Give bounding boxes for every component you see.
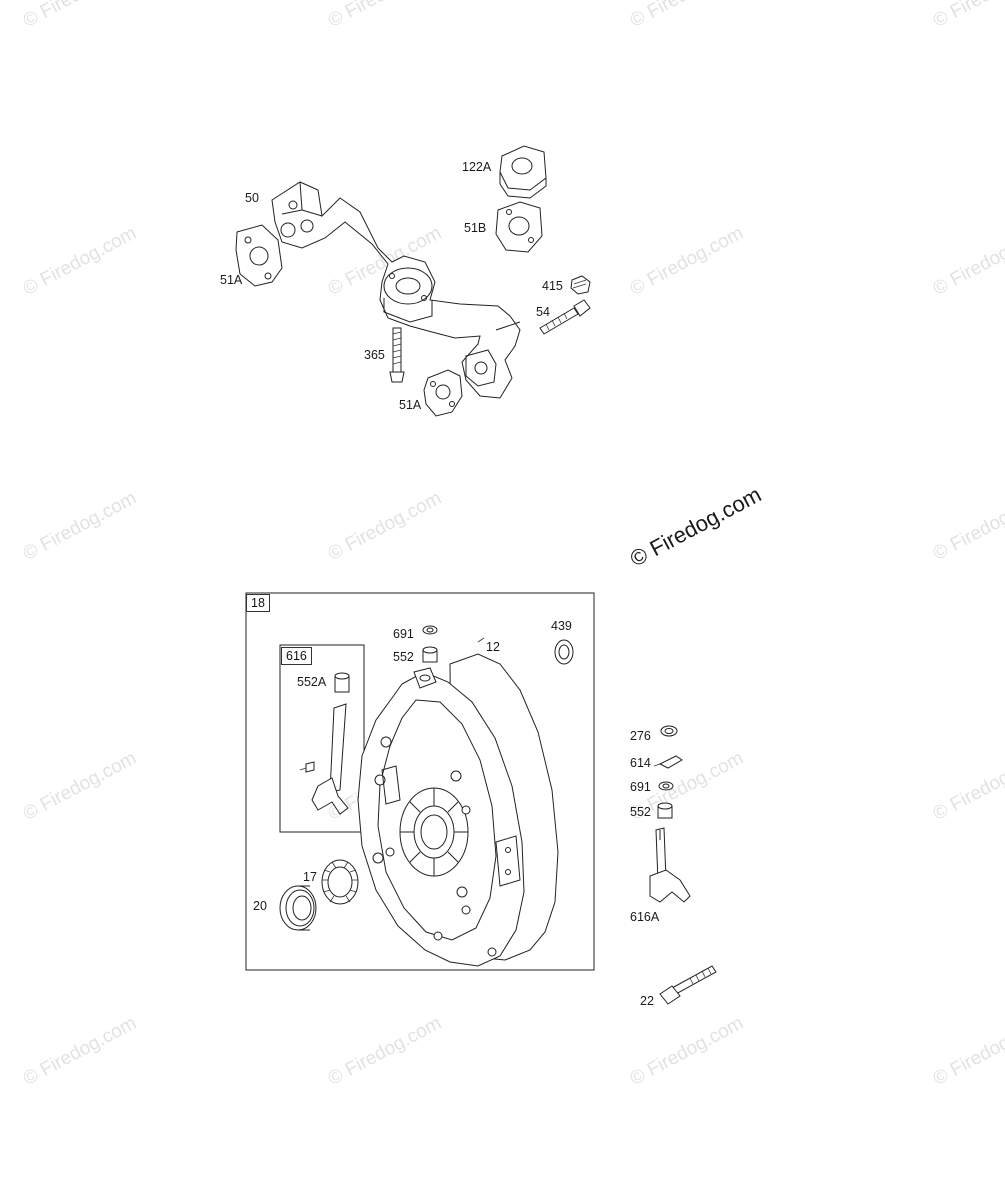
governor-shaft-616: [299, 703, 349, 815]
callout-691-top: 691: [393, 627, 414, 641]
bolt-54: [539, 299, 591, 335]
callout-439: 439: [551, 619, 572, 633]
callout-614: 614: [630, 756, 651, 770]
washer-439: [554, 639, 574, 665]
nut-415: [570, 275, 591, 295]
callout-616: 616: [281, 647, 312, 665]
callout-552-side: 552: [630, 805, 651, 819]
bolt-22: [659, 965, 717, 1005]
callout-616a: 616A: [630, 910, 660, 924]
washer-276: [660, 725, 678, 737]
washer-691: [422, 625, 438, 635]
callout-552a: 552A: [297, 675, 327, 689]
bearing-20: [279, 885, 317, 931]
callout-415: 415: [542, 279, 563, 293]
governor-shaft-616a: [649, 827, 691, 903]
washer-691-side: [658, 781, 674, 791]
stud-365: [389, 327, 405, 383]
callout-122a: 122A: [462, 160, 492, 174]
callout-51b: 51B: [464, 221, 487, 235]
callout-51a-left: 51A: [220, 273, 243, 287]
cover-box-border: [245, 592, 595, 971]
manifold-group: [235, 145, 591, 417]
callout-365: 365: [364, 348, 385, 362]
callout-50: 50: [245, 191, 259, 205]
clip-614: [658, 755, 683, 769]
gasket-51b: [495, 201, 543, 253]
flange-122a: [499, 145, 547, 199]
side-parts-group: [649, 725, 717, 1005]
cover-box-group: [245, 592, 595, 971]
callout-22: 22: [640, 994, 654, 1008]
callout-51a-bottom: 51A: [399, 398, 422, 412]
callout-18: 18: [246, 594, 270, 612]
gasket-51a-bottom: [423, 369, 463, 417]
callout-12: 12: [486, 640, 500, 654]
callout-17: 17: [303, 870, 317, 884]
leader-lines: [477, 637, 485, 643]
callout-552-top: 552: [393, 650, 414, 664]
callout-276: 276: [630, 729, 651, 743]
callout-691-side: 691: [630, 780, 651, 794]
callout-20: 20: [253, 899, 267, 913]
callout-54: 54: [536, 305, 550, 319]
oil-seal-17: [321, 859, 359, 905]
gasket-51a-left: [235, 224, 283, 287]
